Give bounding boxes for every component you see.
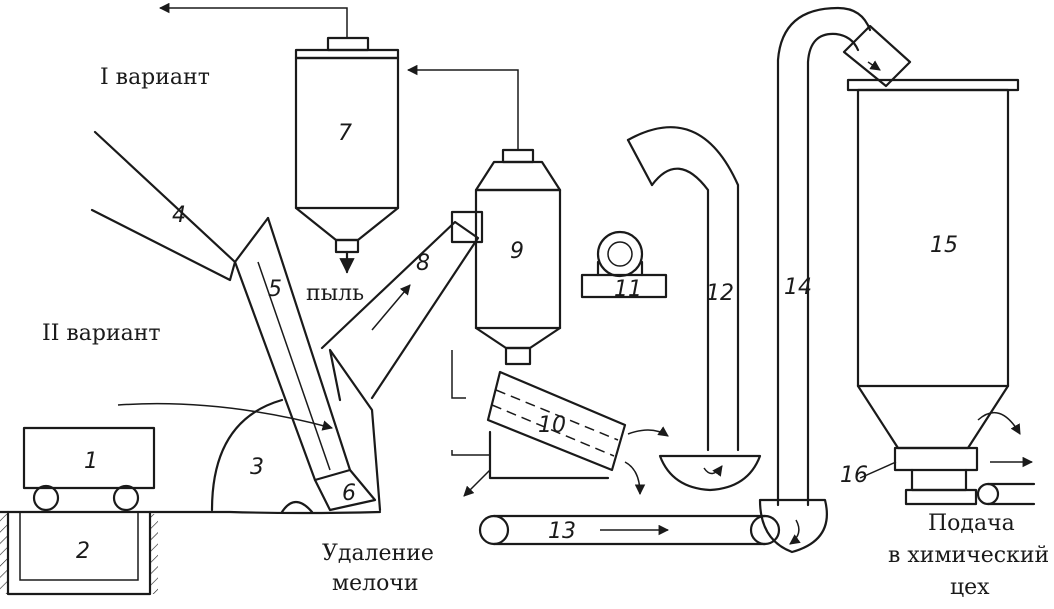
screen-10	[463, 370, 669, 497]
cyclone-9	[451, 148, 562, 456]
callout-2: 2	[76, 539, 90, 564]
pit-2	[6, 510, 152, 596]
feeder-16	[859, 446, 1036, 506]
callout-15: 15	[930, 233, 958, 258]
blower-11	[580, 230, 668, 299]
callout-7: 7	[338, 121, 352, 146]
label-fines-removal-line1: Удаление	[322, 541, 434, 566]
ground	[0, 510, 382, 594]
callout-14: 14	[784, 275, 812, 300]
cart-1	[22, 426, 156, 512]
bunker-15	[846, 78, 1021, 450]
dust-bin-7	[158, 2, 519, 274]
callout-4: 4	[172, 203, 186, 228]
callout-10: 10	[538, 413, 566, 438]
label-fines-removal-line2: мелочи	[332, 571, 419, 596]
callout-9: 9	[510, 239, 524, 264]
callout-1: 1	[84, 449, 98, 474]
label-variant-2: II вариант	[42, 321, 161, 346]
label-dust: пыль	[306, 281, 364, 306]
pneumatic-pipe-14	[758, 6, 912, 554]
callout-5: 5	[268, 277, 282, 302]
callout-8: 8	[416, 251, 430, 276]
callout-16: 16	[840, 463, 868, 488]
callout-13: 13	[548, 519, 576, 544]
callout-6: 6	[342, 481, 356, 506]
label-feed-line1: Подача	[928, 511, 1015, 536]
elevator-12	[626, 126, 762, 492]
label-feed-line2: в химический	[888, 543, 1049, 568]
belt-conveyor-13	[478, 514, 781, 546]
label-variant-1: I вариант	[100, 65, 210, 90]
duct-5	[233, 216, 377, 512]
callout-11: 11	[614, 277, 642, 302]
label-feed-line3: цех	[950, 575, 990, 600]
callout-12: 12	[706, 281, 734, 306]
callout-3: 3	[250, 455, 264, 480]
conveyor-8	[320, 210, 484, 400]
separator-3	[117, 348, 382, 514]
